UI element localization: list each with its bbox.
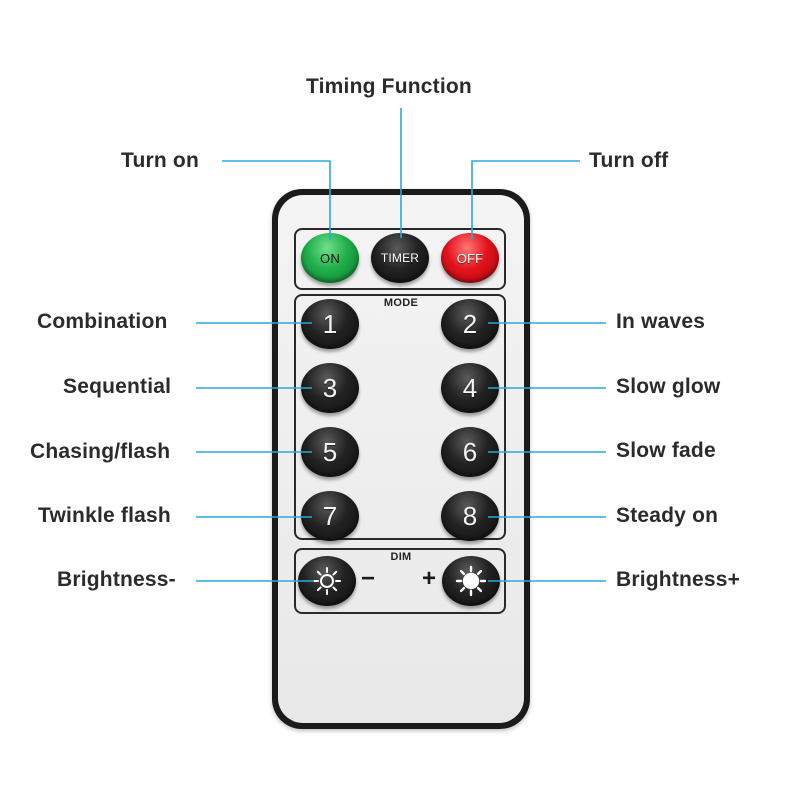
label-brightness-minus: Brightness- <box>57 568 176 591</box>
mode-button-8-label: 8 <box>462 500 478 531</box>
timer-button-label: TIMER <box>380 251 420 265</box>
label-brightness-plus: Brightness+ <box>616 568 741 591</box>
mode-button-8[interactable]: 8 <box>441 491 499 541</box>
mode-button-2-label: 2 <box>462 308 478 339</box>
dim-title: DIM <box>390 551 412 563</box>
mode-group <box>294 294 506 540</box>
on-button[interactable]: ON <box>301 233 359 283</box>
label-turn-off: Turn off <box>589 149 669 172</box>
sun-filled-icon <box>455 565 487 597</box>
mode-title: MODE <box>383 297 419 309</box>
mode-button-1[interactable]: 1 <box>301 299 359 349</box>
brightness-down-button[interactable] <box>298 556 356 606</box>
label-sequential: Sequential <box>63 375 172 398</box>
label-turn-on: Turn on <box>121 149 199 172</box>
mode-button-3-label: 3 <box>322 372 338 403</box>
mode-button-7-label: 7 <box>322 500 338 531</box>
dim-minus-sign: − <box>361 565 376 592</box>
label-steady-on: Steady on <box>616 504 719 527</box>
on-button-label: ON <box>320 250 340 266</box>
off-button-label: OFF <box>456 250 484 266</box>
mode-button-1-label: 1 <box>322 308 338 339</box>
label-slow-fade: Slow fade <box>616 439 716 462</box>
mode-button-2[interactable]: 2 <box>441 299 499 349</box>
dim-plus-sign: + <box>422 565 437 592</box>
brightness-up-button[interactable] <box>442 556 500 606</box>
power-timer-group <box>294 228 506 290</box>
mode-button-4[interactable]: 4 <box>441 363 499 413</box>
off-button[interactable]: OFF <box>441 233 499 283</box>
label-in-waves: In waves <box>616 310 706 333</box>
timer-button[interactable]: TIMER <box>371 233 429 283</box>
sun-outline-icon <box>313 567 341 595</box>
mode-button-5-label: 5 <box>322 436 338 467</box>
label-timing-function: Timing Function <box>306 75 472 98</box>
label-chasing-flash: Chasing/flash <box>30 440 171 463</box>
mode-button-6-label: 6 <box>462 436 478 467</box>
mode-button-3[interactable]: 3 <box>301 363 359 413</box>
label-slow-glow: Slow glow <box>616 375 721 398</box>
mode-button-4-label: 4 <box>462 372 478 403</box>
label-twinkle-flash: Twinkle flash <box>38 504 171 527</box>
mode-button-6[interactable]: 6 <box>441 427 499 477</box>
mode-button-5[interactable]: 5 <box>301 427 359 477</box>
mode-button-7[interactable]: 7 <box>301 491 359 541</box>
label-combination: Combination <box>37 310 168 333</box>
